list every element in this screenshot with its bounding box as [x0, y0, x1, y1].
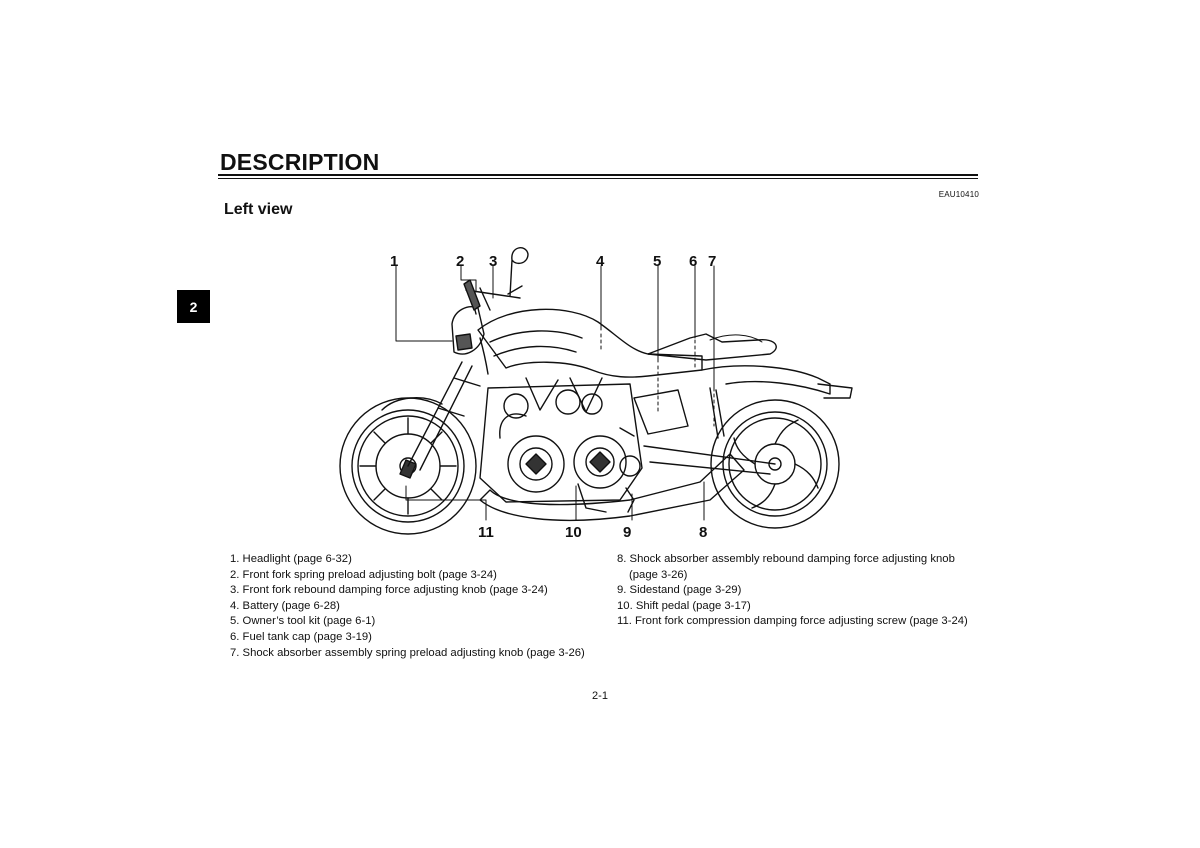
- title-rule-thin: [218, 178, 978, 179]
- parts-list-left: 1. Headlight (page 6-32) 2. Front fork s…: [230, 552, 610, 661]
- exhaust: [479, 453, 745, 522]
- callout-11: 11: [478, 524, 494, 541]
- list-item: 3. Front fork rebound damping force adju…: [230, 584, 548, 597]
- list-item: 9. Sidestand (page 3-29): [617, 584, 742, 597]
- rear-shock: [709, 387, 725, 439]
- parts-list-right: 8. Shock absorber assembly rebound dampi…: [617, 552, 982, 630]
- callout-5: 5: [653, 253, 661, 270]
- front-fender: [381, 397, 443, 411]
- callout-8: 8: [699, 524, 707, 541]
- swingarm: [643, 445, 776, 475]
- page-number: 2-1: [592, 690, 608, 702]
- list-item: 8. Shock absorber assembly rebound dampi…: [617, 553, 955, 565]
- section-subtitle: Left view: [224, 201, 293, 218]
- motorcycle-left-view-illustration: 1 2 3 4 5 6 7 11 10 9 8: [339, 247, 853, 541]
- page-title: DESCRIPTION: [220, 149, 380, 175]
- shift-pedal: [577, 483, 607, 513]
- list-item: 7. Shock absorber assembly spring preloa…: [230, 646, 585, 659]
- list-item: 1. Headlight (page 6-32): [230, 553, 352, 565]
- chapter-tab: 2: [177, 290, 210, 323]
- callout-1: 1: [390, 253, 398, 270]
- front-fork: [407, 361, 481, 471]
- rear-wheel: [710, 399, 840, 529]
- side-cover: [633, 389, 689, 435]
- callout-3: 3: [489, 253, 497, 270]
- callout-6: 6: [689, 253, 697, 270]
- list-item: 10. Shift pedal (page 3-17): [617, 599, 751, 612]
- engine: [479, 377, 643, 503]
- list-item: 6. Fuel tank cap (page 3-19): [230, 630, 372, 643]
- list-item: 4. Battery (page 6-28): [230, 599, 340, 612]
- callout-9: 9: [623, 524, 631, 541]
- list-item: 2. Front fork spring preload adjusting b…: [230, 568, 497, 581]
- document-code: EAU10410: [938, 190, 979, 199]
- headlight-cowl: [451, 306, 485, 355]
- title-rule: [218, 174, 978, 176]
- tail-section: [701, 365, 831, 395]
- list-item: 5. Owner’s tool kit (page 6-1): [230, 615, 376, 628]
- callout-7: 7: [708, 253, 716, 270]
- sidestand: [625, 487, 635, 513]
- fuel-tank: [477, 308, 703, 378]
- list-item-continuation: (page 3-26): [629, 568, 688, 581]
- seat: [647, 333, 777, 361]
- callout-10: 10: [565, 524, 582, 541]
- callout-4: 4: [596, 253, 605, 270]
- list-item: 11. Front fork compression damping force…: [617, 615, 968, 628]
- callout-2: 2: [456, 253, 464, 270]
